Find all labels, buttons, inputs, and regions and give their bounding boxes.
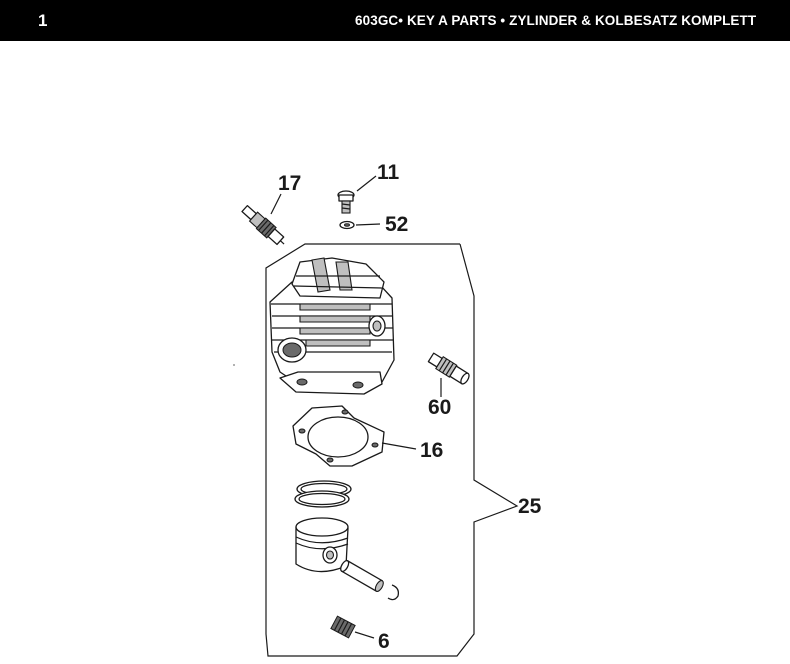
washer-leader (355, 223, 381, 226)
piston-part (295, 517, 349, 573)
callout-16: 16 (420, 439, 443, 462)
callout-60: 60 (428, 396, 451, 419)
needle-bearing-part (330, 615, 356, 639)
gasket-leader (381, 442, 417, 450)
screw-part (337, 190, 355, 214)
piston-rings-part (294, 480, 352, 508)
spark-plug-part (241, 204, 285, 246)
cylinder-part (269, 257, 395, 395)
spark-plug-leader (270, 193, 282, 215)
screw-leader (356, 175, 377, 192)
decompression-valve-part (427, 352, 470, 385)
needle-bearing-leader (354, 631, 375, 639)
callout-11: 11 (377, 161, 400, 184)
page-header: 1 603GC• KEY A PARTS • ZYLINDER & KOLBES… (0, 0, 790, 41)
kit-bracket-outline (265, 243, 519, 657)
callout-25: 25 (518, 495, 542, 518)
washer-part (339, 220, 355, 230)
callout-52: 52 (385, 213, 408, 236)
page-number: 1 (38, 11, 48, 30)
callout-17: 17 (278, 172, 301, 195)
gasket-part (292, 405, 385, 467)
callout-6: 6 (378, 630, 390, 653)
circlip-part (387, 584, 400, 601)
page-title: 603GC• KEY A PARTS • ZYLINDER & KOLBESAT… (355, 13, 757, 28)
piston-pin-part (340, 559, 384, 592)
